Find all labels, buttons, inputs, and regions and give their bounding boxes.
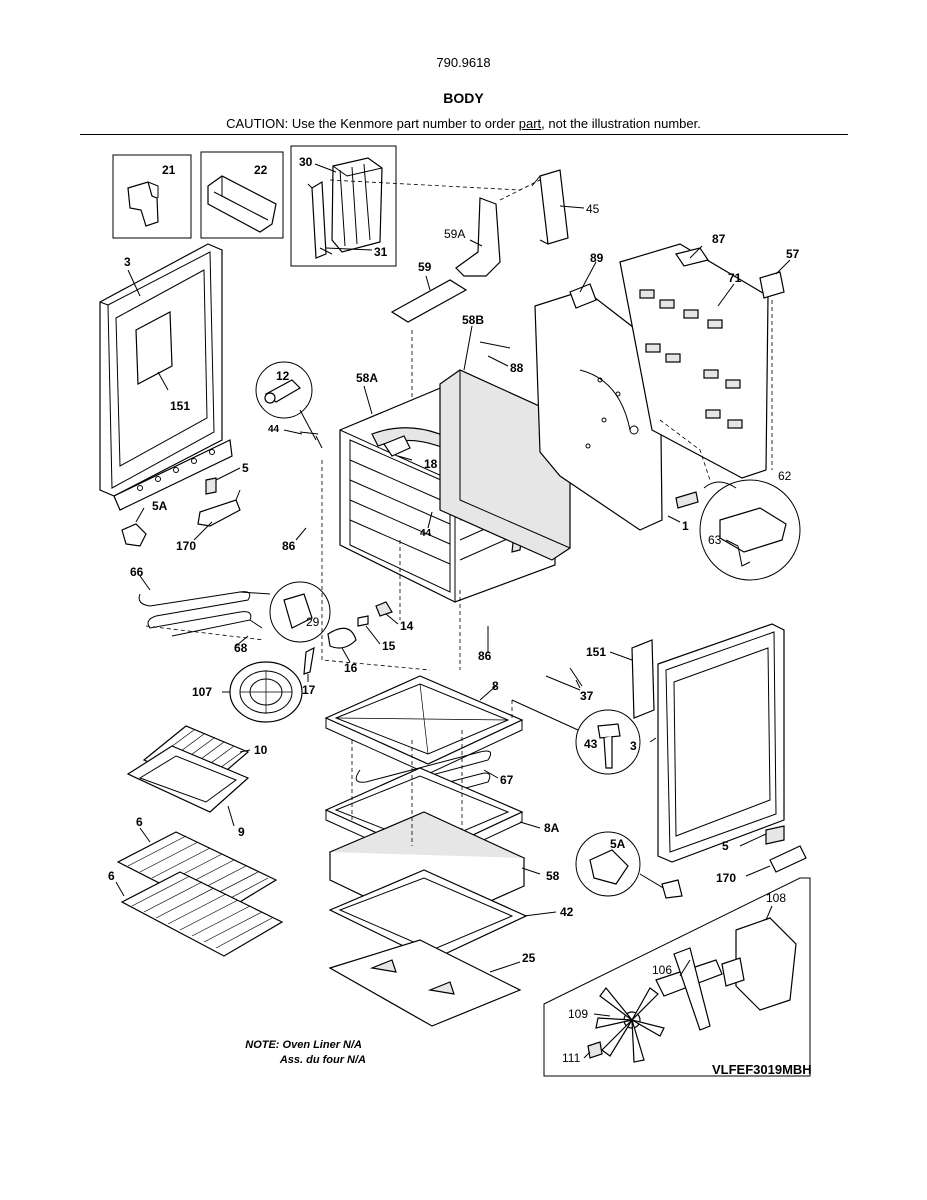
label-57: 57: [786, 247, 800, 261]
screw-callout-43: [511, 699, 641, 775]
rear-panel-71: [619, 243, 785, 479]
label-12: 12: [276, 369, 290, 383]
selector-switch-callout-29: [269, 581, 331, 643]
label-16: 16: [344, 661, 358, 675]
right-door-assembly: [631, 623, 785, 863]
fan-blade-109: [595, 987, 665, 1063]
label-6-lower: 6: [108, 869, 115, 883]
label-29: 29: [306, 615, 320, 629]
label-67: 67: [500, 773, 514, 787]
label-106: 106: [652, 963, 672, 977]
hinge-callout-5A: [575, 831, 671, 897]
label-3-left: 3: [124, 255, 131, 269]
right-hinge-parts: [661, 825, 807, 899]
label-37: 37: [580, 689, 594, 703]
label-30: 30: [299, 155, 313, 169]
label-42: 42: [560, 905, 574, 919]
label-88: 88: [510, 361, 524, 375]
label-58: 58: [546, 869, 560, 883]
leader-lines: [115, 163, 791, 1059]
thermostat-12-callout: [255, 361, 323, 449]
label-86-right: 86: [478, 649, 492, 663]
model-number: 790.9618: [436, 55, 491, 70]
broil-element-66: [138, 591, 271, 641]
label-107: 107: [192, 685, 212, 699]
inset-box-22: [200, 151, 284, 239]
label-44-top: 44: [268, 424, 280, 435]
label-15: 15: [382, 639, 396, 653]
label-14: 14: [400, 619, 414, 633]
label-62: 62: [778, 469, 792, 483]
diagram-code: VLFEF3019MBH: [712, 1062, 812, 1077]
label-18: 18: [424, 457, 438, 471]
label-66: 66: [130, 565, 144, 579]
caution-post: , not the illustration number.: [541, 116, 701, 131]
label-71: 71: [728, 271, 742, 285]
vent-duct-45: [531, 169, 569, 245]
label-170-left: 170: [176, 539, 196, 553]
inset-box-21: [112, 154, 192, 239]
label-6-upper: 6: [136, 815, 143, 829]
label-58B: 58B: [462, 313, 484, 327]
label-89: 89: [590, 251, 604, 265]
label-17: 17: [302, 683, 316, 697]
caution-pre: CAUTION: Use the Kenmore part number to …: [226, 116, 519, 131]
fan-motor-inset: [543, 877, 811, 1077]
label-22: 22: [254, 163, 268, 177]
label-86-left: 86: [282, 539, 296, 553]
caution-text: CAUTION: Use the Kenmore part number to …: [0, 116, 927, 131]
label-45: 45: [586, 202, 600, 216]
back-panel-89: [534, 283, 663, 531]
fan-cover-107: [229, 661, 303, 723]
label-5-left: 5: [242, 461, 249, 475]
label-151-left: 151: [170, 399, 190, 413]
page-title: BODY: [443, 90, 484, 106]
label-8A: 8A: [544, 821, 560, 835]
terminal-block-callout-62: [675, 479, 801, 581]
label-8: 8: [492, 679, 499, 693]
label-59A: 59A: [444, 227, 465, 241]
label-68: 68: [234, 641, 248, 655]
note-line-1: NOTE: Oven Liner N/A: [245, 1039, 362, 1051]
label-10: 10: [254, 743, 268, 757]
vent-59: [390, 279, 468, 323]
label-58A: 58A: [356, 371, 378, 385]
oven-rack-lower: [120, 871, 284, 957]
label-3-right: 3: [630, 739, 637, 753]
header-rule: [80, 134, 848, 135]
caution-part-link: part: [518, 116, 542, 131]
label-170-right: 170: [716, 871, 736, 885]
label-111: 111: [562, 1051, 581, 1065]
label-59: 59: [418, 260, 432, 274]
label-31: 31: [374, 245, 388, 259]
label-108: 108: [766, 891, 786, 905]
label-151-right: 151: [586, 645, 606, 659]
label-5-right: 5: [722, 839, 729, 853]
label-1: 1: [682, 519, 689, 533]
label-21: 21: [162, 163, 176, 177]
insulation-58B: [439, 341, 571, 561]
label-63: 63: [708, 533, 722, 547]
probe-37: [545, 667, 583, 691]
inset-box-30-31: [290, 145, 397, 267]
left-door-assembly: [99, 243, 233, 511]
label-43: 43: [584, 737, 598, 751]
small-parts-14-17: [303, 601, 393, 675]
label-109: 109: [568, 1007, 588, 1021]
label-5A-left: 5A: [152, 499, 168, 513]
label-44-mid: 44: [420, 528, 432, 539]
vent-59A: [455, 197, 501, 277]
bottom-cover-25: [328, 939, 522, 1027]
part-labels: 21 22 30 31 45 59A 87 3 59 89 71 57 58B …: [108, 155, 800, 1065]
label-25: 25: [522, 951, 536, 965]
label-87: 87: [712, 232, 726, 246]
left-hinge-parts: [121, 477, 241, 547]
broil-pan-9: [126, 745, 250, 813]
label-9: 9: [238, 825, 245, 839]
note-line-2: Ass. du four N/A: [279, 1054, 366, 1066]
label-5A-right: 5A: [610, 837, 626, 851]
